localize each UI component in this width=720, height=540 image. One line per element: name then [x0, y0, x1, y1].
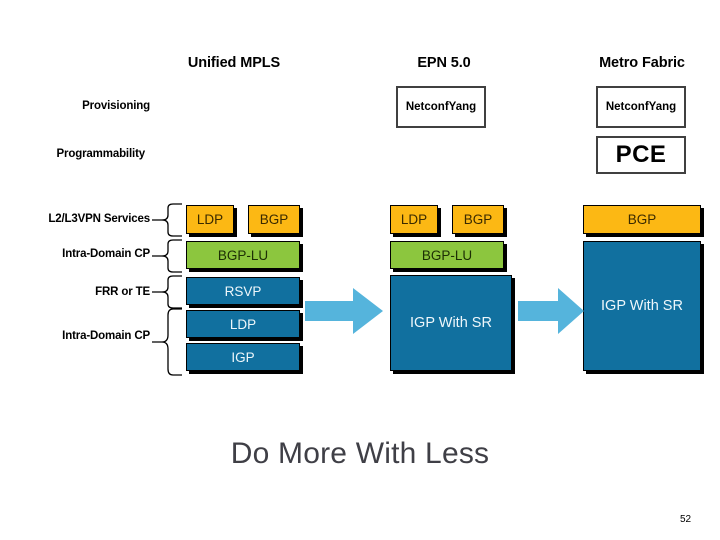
slide-tagline: Do More With Less [230, 437, 490, 470]
unified-mpls-block-rsvp: RSVP [186, 277, 300, 305]
epn5-block-bgp-top: BGP [452, 205, 504, 234]
arrow-epn5-to-metro-fabric [518, 288, 584, 334]
metro-fabric-netconf-yang-line2: Yang [648, 100, 677, 113]
epn5-block-ldp-top: LDP [390, 205, 438, 234]
metro-fabric-block-bgp: BGP [583, 205, 701, 234]
column-heading-metro-fabric: Metro Fabric [599, 55, 685, 71]
arrow-unified-mpls-to-epn5 [305, 288, 383, 334]
epn5-block-igp-with-sr: IGP With SR [390, 275, 512, 371]
epn5-netconf-yang-line2: Yang [448, 100, 477, 113]
metro-fabric-netconf-yang-box: Netconf Yang [596, 86, 686, 128]
brace-l2-l3-vpn-services [152, 203, 186, 237]
row-label-programmability: Programmability [56, 148, 146, 160]
brace-intra-domain-cp-2 [152, 308, 186, 376]
row-label-provisioning: Provisioning [82, 100, 150, 112]
page-number: 52 [680, 514, 692, 525]
epn5-block-bgp-lu: BGP-LU [390, 241, 504, 269]
metro-fabric-block-igp-with-sr: IGP With SR [583, 241, 701, 371]
row-label-intra-domain-cp-2: Intra-Domain CP [62, 330, 150, 342]
epn5-netconf-yang-line1: Netconf [405, 100, 449, 113]
row-label-intra-domain-cp-1: Intra-Domain CP [62, 248, 150, 260]
column-heading-unified-mpls: Unified MPLS [187, 55, 281, 71]
brace-frr-or-te [152, 275, 186, 309]
brace-intra-domain-cp-1 [152, 239, 186, 273]
unified-mpls-block-bgp-top: BGP [248, 205, 300, 234]
unified-mpls-block-ldp: LDP [186, 310, 300, 338]
unified-mpls-block-ldp-top: LDP [186, 205, 234, 234]
unified-mpls-block-igp: IGP [186, 343, 300, 371]
row-label-frr-or-te: FRR or TE [95, 286, 150, 298]
metro-fabric-netconf-yang-line1: Netconf [605, 100, 649, 113]
metro-fabric-pce-box: PCE [596, 136, 686, 174]
row-label-l2-l3-vpn-services: L2/L3VPN Services [48, 213, 150, 225]
unified-mpls-block-bgp-lu: BGP-LU [186, 241, 300, 269]
epn5-netconf-yang-box: Netconf Yang [396, 86, 486, 128]
column-heading-epn5: EPN 5.0 [417, 55, 471, 71]
